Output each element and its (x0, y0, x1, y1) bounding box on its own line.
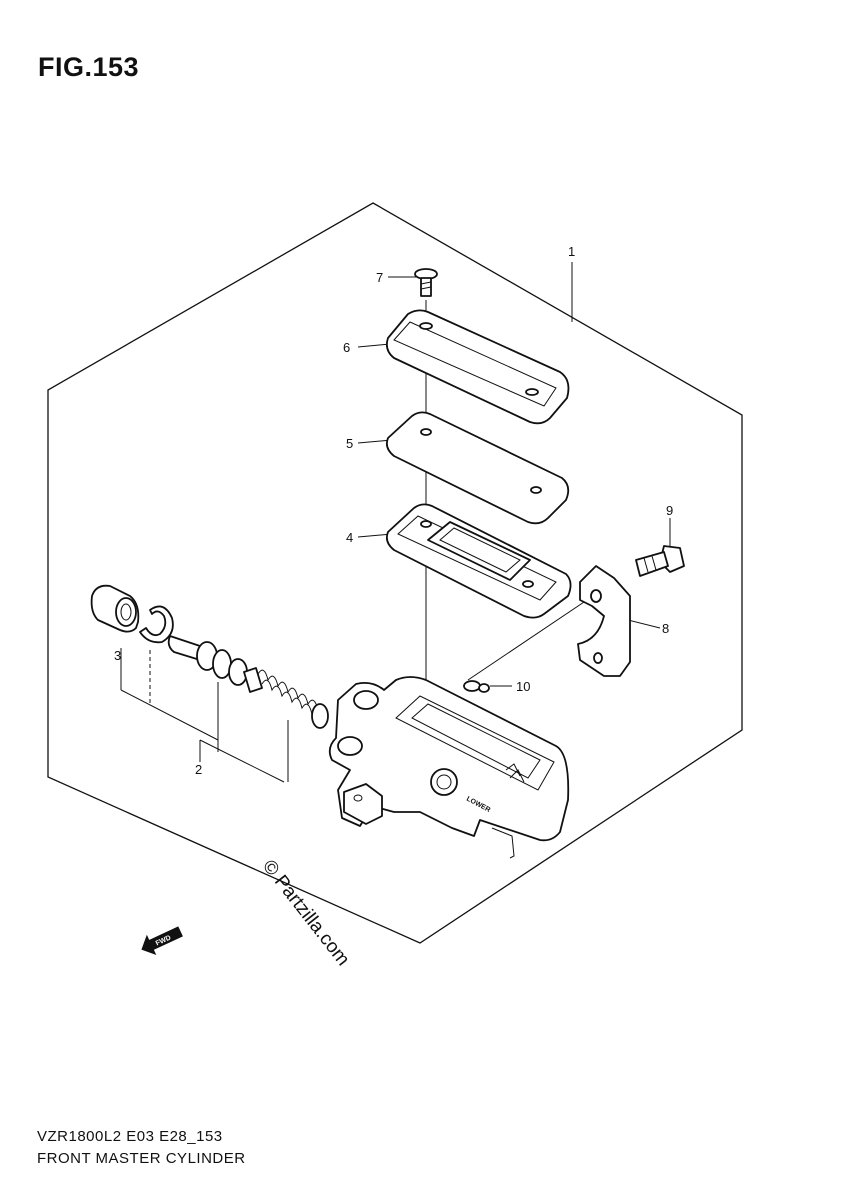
part-7-screw (414, 268, 438, 297)
callout-6: 6 (343, 340, 350, 355)
callout-1: 1 (568, 244, 575, 259)
callout-10: 10 (516, 679, 530, 694)
callout-4: 4 (346, 530, 353, 545)
callout-7: 7 (376, 270, 383, 285)
part-1-master-cylinder-body: LOWER (328, 676, 570, 859)
callout-2: 2 (195, 762, 202, 777)
forward-direction-badge: FWD (141, 926, 183, 956)
part-10-pin (463, 680, 490, 693)
assembly-boundary (47, 202, 743, 944)
part-5-diaphragm-plate (385, 411, 570, 525)
model-code: VZR1800L2 E03 E28_153 (37, 1128, 223, 1145)
part-8-handlebar-clamp (577, 565, 631, 677)
callout-9: 9 (666, 503, 673, 518)
callout-3: 3 (114, 648, 121, 663)
diagram-caption: FRONT MASTER CYLINDER (37, 1150, 246, 1167)
part-3-dust-boot (90, 584, 140, 633)
circlip (139, 605, 174, 644)
part-2-piston-set (167, 635, 329, 729)
part-6-reservoir-cap (385, 309, 570, 425)
figure-title: FIG.153 (38, 52, 140, 82)
part-9-bolt (635, 545, 685, 577)
callout-8: 8 (662, 621, 669, 636)
callout-5: 5 (346, 436, 353, 451)
partzilla-watermark: © Partzilla.com (258, 856, 353, 970)
part-4-diaphragm (385, 503, 572, 619)
